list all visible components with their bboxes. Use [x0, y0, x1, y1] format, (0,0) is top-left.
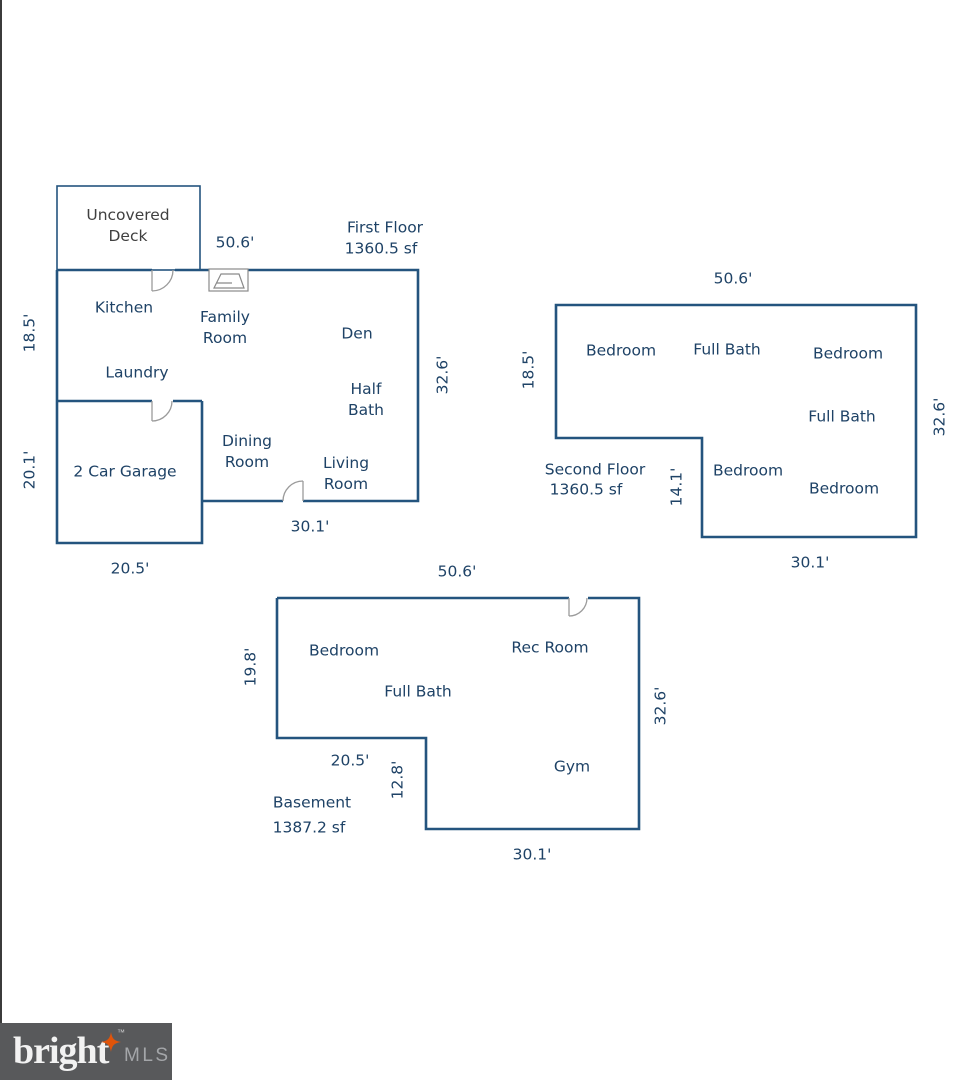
dim-second-floor-step: 14.1' — [667, 467, 686, 507]
dim-second-floor-top: 50.6' — [713, 269, 753, 288]
room-label-rec-room: Rec Room — [511, 638, 589, 657]
fireplace-icon — [208, 268, 249, 292]
room-label-dining-room: Dining Room — [221, 432, 273, 471]
brightmls-logo: bright ™ MLS — [0, 1023, 172, 1080]
basement-area: 1387.2 sf — [272, 818, 346, 837]
room-label-full-bath-top: Full Bath — [693, 340, 761, 359]
dim-first-floor-left-upper: 18.5' — [20, 313, 39, 353]
room-label-full-bath-right: Full Bath — [808, 407, 876, 426]
dim-basement-left: 19.8' — [241, 647, 260, 687]
dim-garage-bottom: 20.5' — [110, 559, 150, 578]
dim-basement-step-width: 20.5' — [330, 751, 370, 770]
basement-outline — [275, 596, 641, 831]
garage-outline — [55, 399, 204, 545]
room-label-den: Den — [341, 324, 373, 343]
room-label-basement-full-bath: Full Bath — [384, 682, 452, 701]
door-swing-icon — [151, 269, 174, 292]
dim-first-floor-left-lower: 20.1' — [20, 450, 39, 490]
second-floor-area: 1360.5 sf — [549, 480, 623, 499]
brand-wordmark: bright — [13, 1030, 109, 1072]
room-label-kitchen: Kitchen — [94, 298, 154, 317]
dim-first-floor-top: 50.6' — [215, 233, 255, 252]
first-floor-outline — [55, 268, 420, 503]
room-label-family-room: Family Room — [200, 308, 250, 347]
door-swing-icon — [282, 480, 304, 502]
door-swing-icon — [568, 597, 588, 617]
dim-basement-right: 32.6' — [651, 686, 670, 726]
dim-basement-step-height: 12.8' — [388, 760, 407, 800]
dim-basement-bottom: 30.1' — [512, 845, 552, 864]
dim-second-floor-right: 32.6' — [930, 397, 949, 437]
room-label-bedroom-ne: Bedroom — [812, 344, 884, 363]
room-label-basement-bedroom: Bedroom — [308, 641, 380, 660]
basement-title: Basement — [272, 793, 352, 812]
door-swing-icon — [151, 400, 173, 422]
room-label-laundry: Laundry — [105, 363, 169, 382]
room-label-bedroom-se: Bedroom — [808, 479, 880, 498]
page-left-border — [0, 0, 2, 1080]
room-label-gym: Gym — [553, 757, 591, 776]
trademark-symbol: ™ — [117, 1028, 125, 1037]
second-floor-outline — [554, 303, 918, 539]
dim-basement-top: 50.6' — [437, 562, 477, 581]
room-label-half-bath: Half Bath — [347, 380, 385, 419]
room-label-living-room: Living Room — [322, 454, 370, 493]
room-label-uncovered-deck: Uncovered Deck — [86, 206, 170, 245]
dim-second-floor-left: 18.5' — [519, 350, 538, 390]
second-floor-title: Second Floor — [544, 460, 646, 479]
room-label-bedroom-nw: Bedroom — [585, 341, 657, 360]
brand-mls-text: MLS — [124, 1045, 171, 1066]
star-icon — [101, 1032, 121, 1052]
dim-second-floor-bottom: 30.1' — [790, 553, 830, 572]
room-label-bedroom-s: Bedroom — [712, 461, 784, 480]
dim-first-floor-right: 32.6' — [433, 355, 452, 395]
first-floor-area: 1360.5 sf — [344, 239, 418, 258]
room-label-garage: 2 Car Garage — [73, 462, 177, 481]
first-floor-title: First Floor — [346, 218, 424, 237]
dim-first-floor-bottom: 30.1' — [290, 517, 330, 536]
